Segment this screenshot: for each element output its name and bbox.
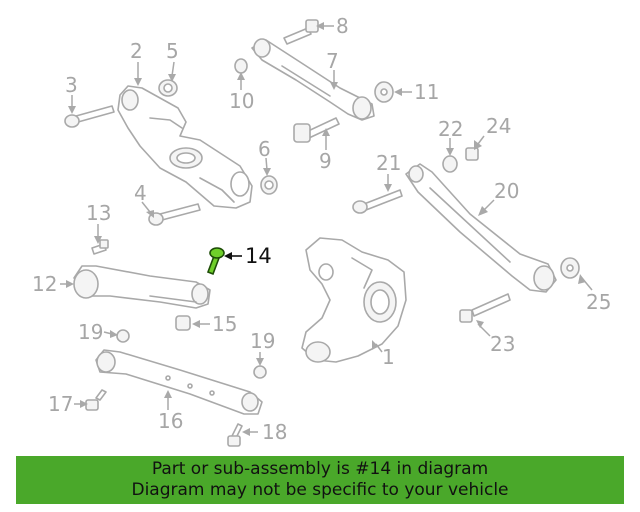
callout-15: 15: [212, 312, 237, 336]
callout-8: 8: [336, 14, 349, 38]
trailing-arm-20: [405, 163, 557, 293]
bolt-23: [459, 293, 511, 323]
bolt-13: [91, 239, 109, 255]
washer-11: [374, 81, 394, 103]
bolt-4: [148, 203, 201, 226]
nut-24: [465, 147, 479, 161]
leader-lines: [60, 22, 593, 436]
nut-19-left: [116, 329, 130, 343]
callout-13: 13: [86, 201, 111, 225]
banner-line-1: Part or sub-assembly is #14 in diagram: [151, 459, 489, 479]
callout-16: 16: [158, 409, 183, 433]
banner-line-2: Diagram may not be specific to your vehi…: [131, 480, 509, 500]
callout-12: 12: [32, 272, 57, 296]
bushing-6: [260, 175, 278, 195]
bolt-8: [283, 19, 319, 45]
callout-25: 25: [586, 290, 611, 314]
washer-22: [442, 155, 458, 173]
callout-2: 2: [130, 39, 143, 63]
bolt-21: [352, 189, 403, 214]
callout-1: 1: [382, 345, 395, 369]
callout-4: 4: [134, 181, 147, 205]
lower-link-16: [95, 349, 263, 415]
callout-3: 3: [65, 73, 78, 97]
knuckle-1: [301, 237, 407, 363]
callout-21: 21: [376, 151, 401, 175]
lower-arm-12: [73, 265, 211, 309]
callout-17: 17: [48, 392, 73, 416]
callout-6: 6: [258, 137, 271, 161]
callout-7: 7: [326, 49, 339, 73]
bolt-14-highlighted[interactable]: [206, 247, 225, 276]
washer-25: [560, 257, 580, 279]
callout-10: 10: [229, 89, 254, 113]
callout-23: 23: [490, 332, 515, 356]
nut-15: [175, 315, 191, 331]
cam-bolt-9: [293, 117, 340, 143]
callout-9: 9: [319, 149, 332, 173]
callout-24: 24: [486, 114, 511, 138]
callout-labels: 2 5 3 4 6 7 8 10 11 9 13 14 12 15 19 19 …: [32, 14, 611, 444]
upper-arm-7: [251, 38, 375, 121]
subframe-part: [117, 85, 253, 209]
callout-22: 22: [438, 117, 463, 141]
info-banner: Part or sub-assembly is #14 in diagram D…: [16, 456, 624, 504]
callout-11: 11: [414, 80, 439, 104]
bolt-17: [85, 389, 107, 411]
callout-19-right: 19: [250, 329, 275, 353]
callout-18: 18: [262, 420, 287, 444]
bolt-18: [227, 423, 243, 447]
callout-20: 20: [494, 179, 519, 203]
callout-5: 5: [166, 39, 179, 63]
nut-19-right: [253, 365, 267, 379]
callout-19-left: 19: [78, 320, 103, 344]
bushing-5: [158, 79, 178, 97]
bolt-3: [64, 105, 115, 128]
parts-diagram: 2 5 3 4 6 7 8 10 11 9 13 14 12 15 19 19 …: [32, 14, 611, 447]
callout-14[interactable]: 14: [245, 244, 272, 268]
nut-10: [234, 58, 248, 74]
